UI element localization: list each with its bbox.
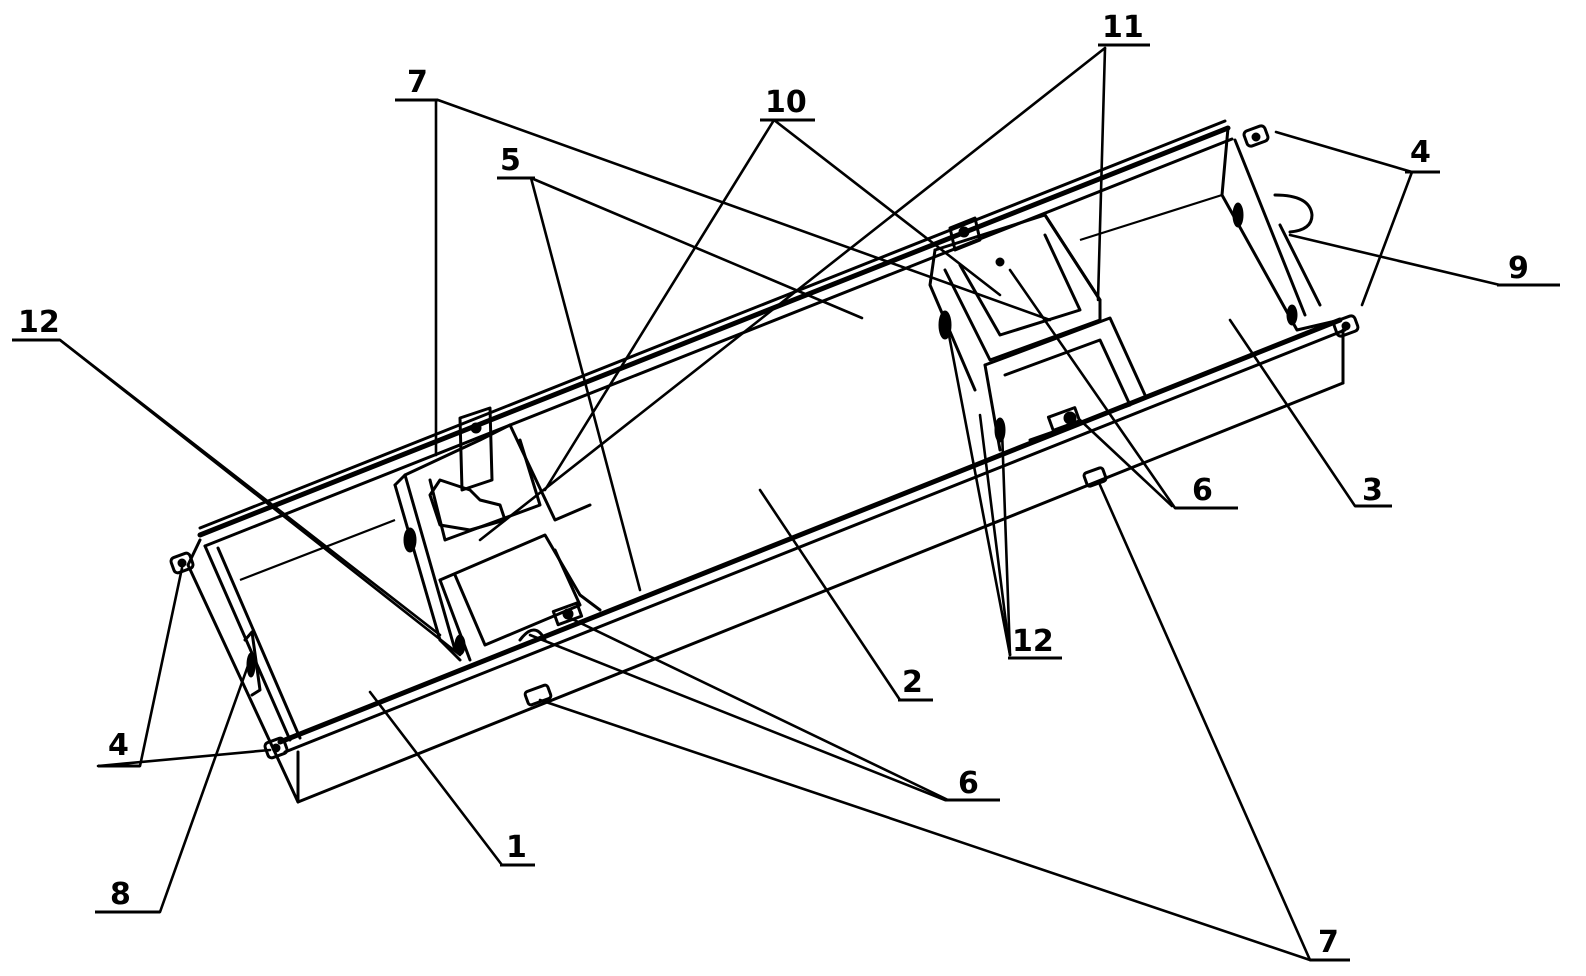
callout-7-bottom-right: 7 (1318, 925, 1339, 960)
bracket-4-top-right (1242, 124, 1270, 148)
bracket-4-right-front (1332, 314, 1360, 338)
callout-labels: 12 7 5 10 11 4 9 6 3 12 2 6 4 1 8 7 (18, 10, 1529, 960)
right-end-inner (1233, 138, 1307, 317)
left-end-inner (203, 544, 292, 742)
callout-10: 10 (765, 85, 807, 120)
callout-3: 3 (1362, 473, 1383, 508)
front-top-rail-edge (283, 328, 1347, 754)
callout-4-top-right: 4 (1410, 135, 1431, 170)
clip-7-front-right (1082, 466, 1108, 488)
floor-line-3 (1079, 193, 1223, 242)
leader-lines (12, 43, 1560, 962)
callout-8: 8 (110, 877, 131, 912)
callout-9: 9 (1508, 251, 1529, 286)
callout-12-center: 12 (1012, 624, 1054, 659)
callout-12-upper-left: 12 (18, 305, 60, 340)
callout-1: 1 (506, 830, 527, 865)
clip-7-front-left (523, 683, 553, 707)
callout-5: 5 (500, 143, 521, 178)
callout-6-bottom: 6 (958, 766, 979, 801)
back-top-rail-edge (198, 119, 1227, 530)
right-partition (928, 213, 1147, 452)
end-hardware (169, 124, 1360, 760)
callout-2: 2 (902, 665, 923, 700)
callout-4-left: 4 (108, 728, 129, 763)
frame-body (186, 119, 1347, 804)
floor-line-1 (239, 518, 396, 582)
left-end-inner-2 (216, 546, 302, 740)
left-end-panel (186, 538, 300, 804)
bracket-4-left-back (169, 551, 195, 575)
front-top-rail (277, 317, 1343, 745)
callout-6-right: 6 (1192, 473, 1213, 508)
callout-11: 11 (1102, 10, 1144, 45)
callout-7-top-left: 7 (407, 65, 428, 100)
right-end-panel (1220, 126, 1342, 332)
tab-7-left (458, 406, 494, 492)
latch-8 (243, 630, 262, 697)
back-top-rail-lower (203, 137, 1234, 548)
back-top-rail (197, 125, 1231, 538)
front-bottom-edge (296, 381, 1345, 804)
handle-9 (1273, 193, 1314, 234)
